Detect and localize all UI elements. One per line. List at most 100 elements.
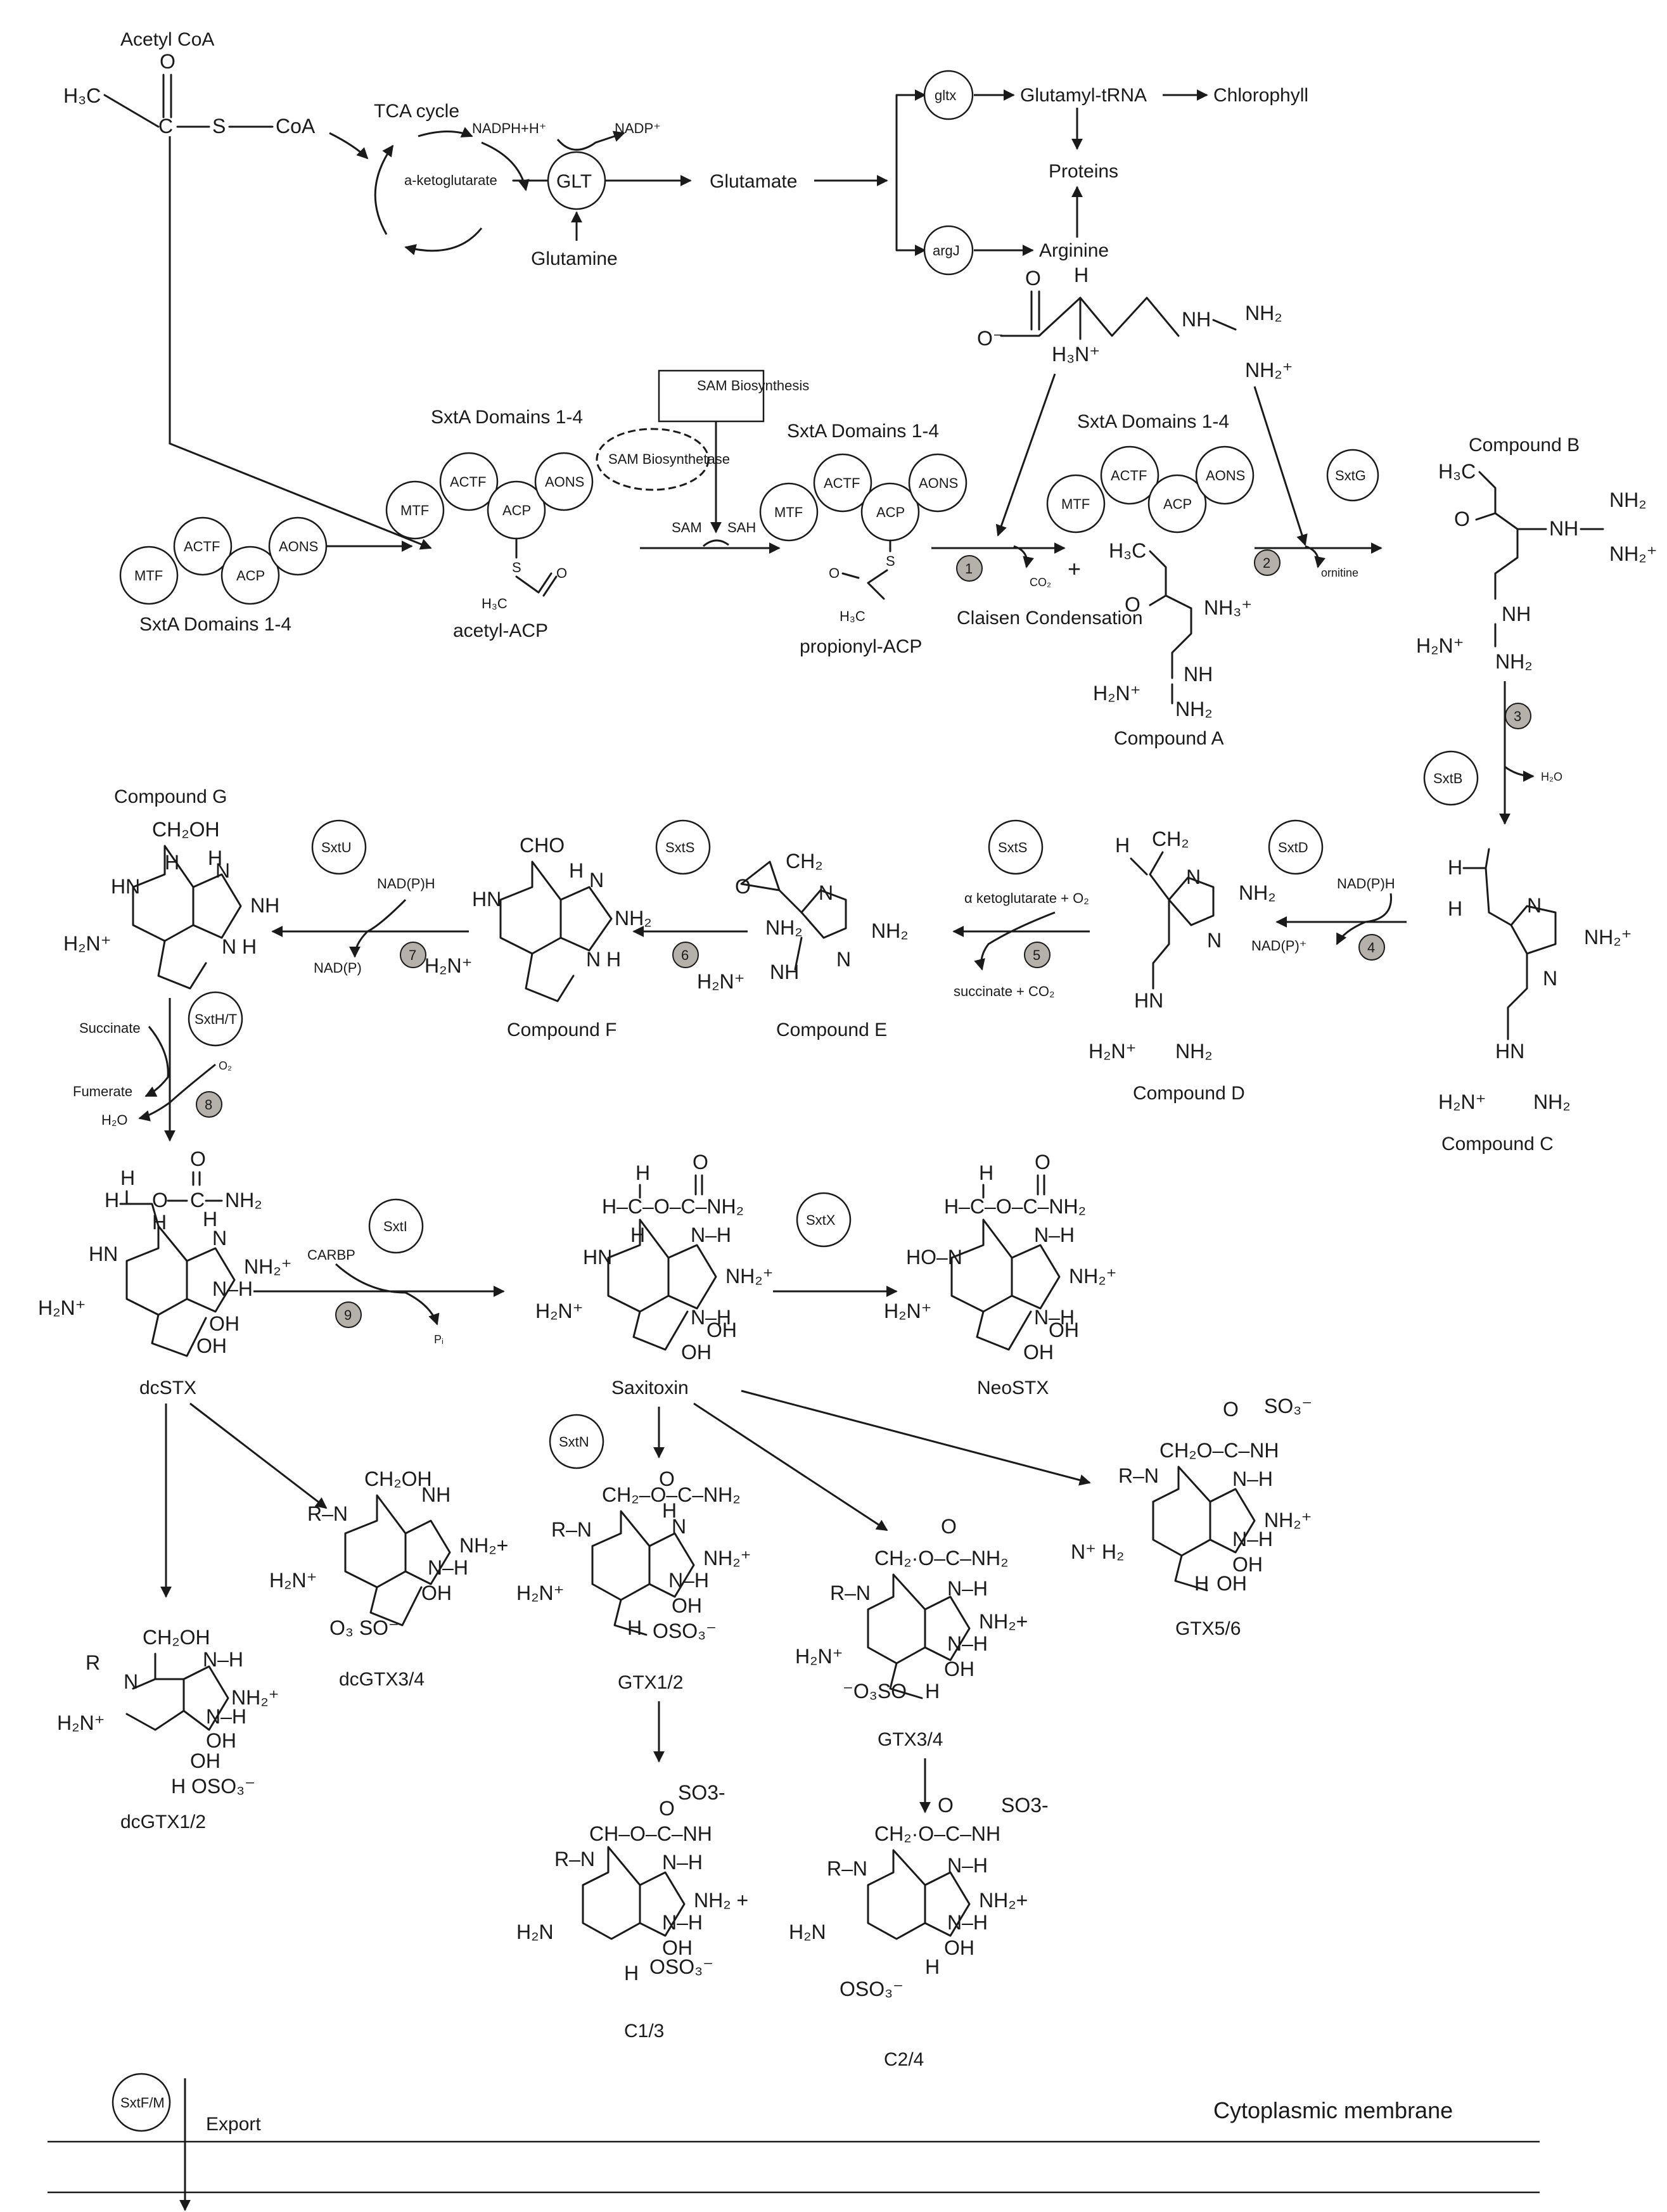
enzyme-sxtd-label: SxtD	[1278, 840, 1308, 855]
h2o-label: H₂O	[1541, 770, 1562, 783]
atom-h2n-plus: H₂N⁺	[795, 1645, 843, 1668]
step-number: 2	[1263, 555, 1270, 571]
atom-oh: OH	[944, 1936, 974, 1959]
bond	[151, 1314, 207, 1357]
bond	[648, 1532, 695, 1598]
bond	[982, 1174, 1045, 1199]
bond	[1462, 848, 1512, 926]
bond	[1174, 1554, 1208, 1592]
atom-coa: CoA	[276, 115, 316, 137]
compound-e-structure: O CH₂ N NH₂ N NH₂ H₂N⁺ NH Compound E	[697, 850, 909, 1040]
atom-oso3: OSO₃⁻	[653, 1620, 717, 1642]
domain-mtf	[759, 482, 819, 542]
atom-n: N	[589, 869, 604, 892]
atom-h2n-plus: H₂N⁺	[1416, 634, 1464, 657]
atom-oso3: OSO₃⁻	[840, 1978, 904, 2000]
sam-biosynthetase-label: SAM Biosynthetase	[608, 451, 730, 467]
bond	[867, 1573, 926, 1665]
compound-c-label: Compound C	[1441, 1134, 1554, 1154]
atom-r-n: R–N	[830, 1582, 871, 1604]
gltx-label: gltx	[935, 87, 956, 103]
bond	[740, 860, 781, 892]
enzyme-sxtfm-label: SxtF/M	[120, 2095, 165, 2111]
atom-h2n-plus: H₂N⁺	[1093, 682, 1141, 705]
domain-actf-label: ACTF	[184, 539, 220, 554]
atom-h: H	[1448, 897, 1462, 920]
saxitoxin-label: Saxitoxin	[611, 1378, 689, 1398]
arrow-acetylcoa-to-acp	[169, 136, 432, 550]
atom-nh2: NH₂	[765, 916, 803, 939]
sxta-domains-group-3: SxtA Domains 1-4 MTF ACTF ACP AONS S O H…	[759, 421, 968, 657]
nadp-u-label: NAD(P)	[314, 960, 362, 976]
atom-nh2-plus: NH₂+	[979, 1610, 1028, 1633]
atom-ch2o: CH₂O–C–NH	[1159, 1439, 1279, 1462]
glutamyl-trna-label: Glutamyl-tRNA	[1020, 85, 1147, 106]
atom-r-n: R–N	[554, 1848, 595, 1870]
arrow-nadph-u	[349, 898, 407, 958]
gtx12-structure: CH₂–O–C–NH₂ O H R–N N NH₂⁺ N–H H₂N⁺ OH O…	[516, 1467, 751, 1693]
domain-acp	[1147, 474, 1207, 534]
compound-g-structure: Compound G CH₂OH HN H H N NH N H H₂N⁺	[63, 786, 279, 990]
atom-nh2: NH₂	[1609, 489, 1647, 511]
atom-h: H	[1074, 264, 1089, 286]
claisen-text: Claisen Condensation	[957, 608, 1143, 629]
arrow-dcstx-to-dcgtx34	[189, 1402, 328, 1509]
atom-o: O	[1223, 1398, 1239, 1421]
gtx56-label: GTX5/6	[1175, 1618, 1241, 1639]
bond	[515, 572, 558, 597]
c24-structure: SO3- O CH₂·O–C–NH R–N N–H NH₂+ N–H H₂N O…	[789, 1794, 1049, 2070]
bond	[1030, 290, 1040, 331]
domain-aons-label: AONS	[545, 474, 584, 490]
atom-o-minus: O⁻	[977, 327, 1004, 350]
co2-label: CO₂	[1030, 576, 1051, 589]
sam-label: SAM	[672, 520, 702, 535]
bond	[1168, 876, 1215, 926]
enzyme-sxts-5	[988, 819, 1044, 875]
atom-h: H	[630, 1224, 645, 1246]
sam-biosynthesis-label: SAM Biosynthesis	[697, 378, 809, 393]
bond	[499, 860, 562, 955]
atom-oh: OH	[662, 1936, 693, 1959]
atom-s: S	[886, 553, 895, 569]
atom-ch2-o: CH₂·O–C–NH	[874, 1822, 1000, 1845]
atom-r-n: R–N	[551, 1518, 592, 1541]
atom-n-h: N–H	[1232, 1528, 1273, 1550]
bond	[1130, 851, 1170, 901]
atom-ch2-o: CH–O–C–NH	[589, 1822, 712, 1845]
atom-nh2-plus: NH₂+	[459, 1534, 508, 1557]
bond	[950, 1218, 1013, 1313]
atom-h: H	[624, 1962, 639, 1985]
bond	[157, 940, 207, 990]
atom-nh2-plus: NH₂⁺	[244, 1255, 292, 1278]
bond	[344, 1494, 407, 1589]
atom-nh2: NH₂	[871, 919, 909, 942]
atom-nh: NH	[1182, 308, 1211, 331]
arrow-stx-to-gtx56	[741, 1390, 1091, 1486]
nadph-label: NADPH+H⁺	[472, 120, 546, 136]
domain-mtf-label: MTF	[774, 504, 803, 520]
argj-node	[923, 225, 974, 276]
domain-acp-label: ACP	[236, 568, 265, 584]
nadph-d-label: NAD(P)H	[1337, 876, 1395, 892]
atom-h: H	[925, 1955, 940, 1978]
c24-label: C2/4	[884, 2049, 924, 2070]
atom-o: O	[1454, 508, 1470, 530]
atom-n-h: N–H	[1034, 1224, 1075, 1246]
atom-n-h: N H	[222, 935, 257, 958]
bond	[369, 1586, 423, 1627]
atom-h2n: H₂N	[516, 1921, 554, 1943]
bond	[1209, 1488, 1256, 1554]
tca-arc-arrow	[481, 141, 530, 191]
atom-cho: CHO	[520, 834, 565, 857]
atom-hn: HN	[472, 888, 501, 911]
ornitine-label: ornitine	[1321, 566, 1358, 579]
step-badge-7	[400, 942, 426, 968]
bond	[119, 1190, 160, 1227]
compound-c-structure: H H N NH₂⁺ N HN H₂N⁺ NH₂ Compound C	[1438, 848, 1632, 1154]
atom-o: O	[1125, 593, 1140, 616]
bond	[1152, 1466, 1211, 1557]
atom-so3: SO3-	[1001, 1794, 1049, 1817]
compound-a-structure: H₃C O NH₃⁺ NH H₂N⁺ NH₂ Compound A	[1093, 539, 1252, 749]
atom-h: H	[979, 1161, 993, 1184]
atom-h2n-plus: H₂N⁺	[1438, 1090, 1486, 1113]
